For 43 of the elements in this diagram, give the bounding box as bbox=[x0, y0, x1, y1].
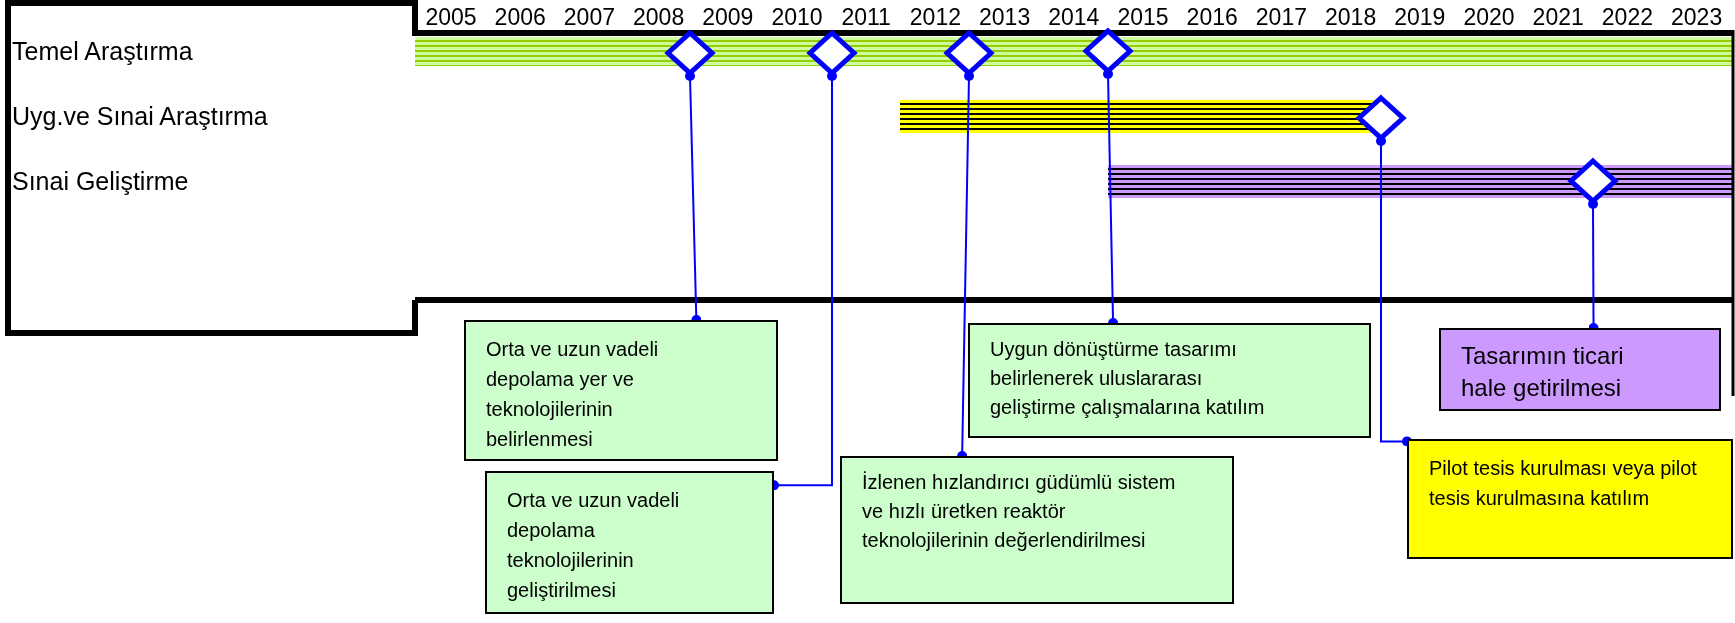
year-label: 2015 bbox=[1117, 4, 1169, 30]
milestone-box bbox=[840, 456, 1234, 604]
milestone-box bbox=[1407, 439, 1733, 559]
milestone-diamond bbox=[1356, 95, 1406, 141]
year-label: 2005 bbox=[425, 4, 477, 30]
milestone-text: Pilot tesis kurulması veya pilot tesis kurulmasına katılım bbox=[1429, 456, 1698, 511]
milestone-text: İzlenen hızlandırıcı güdümlü sistem ve hızlı üretken reaktör teknolojilerinin değerlendirilmesi bbox=[862, 470, 1177, 553]
milestone-box bbox=[968, 323, 1371, 438]
milestone-diamond bbox=[1083, 28, 1133, 74]
row-label: Sınai Geliştirme bbox=[12, 167, 189, 195]
year-label: 2007 bbox=[563, 4, 615, 30]
milestone-text: Orta ve uzun vadeli depolama teknolojilerinin geliştirilmesi bbox=[507, 488, 681, 603]
year-label: 2020 bbox=[1463, 4, 1515, 30]
year-label: 2019 bbox=[1394, 4, 1446, 30]
year-label: 2013 bbox=[979, 4, 1031, 30]
milestone-diamond bbox=[1568, 158, 1618, 204]
year-label: 2016 bbox=[1186, 4, 1238, 30]
milestone-box bbox=[1439, 328, 1721, 411]
year-label: 2023 bbox=[1671, 4, 1723, 30]
year-label: 2008 bbox=[633, 4, 685, 30]
year-label: 2009 bbox=[702, 4, 754, 30]
milestone-text: Orta ve uzun vadeli depolama yer ve teknolojilerinin belirlenmesi bbox=[486, 337, 660, 452]
leader-line bbox=[1376, 136, 1412, 447]
milestone-text: Uygun dönüştürme tasarımı belirlenerek uluslararası geliştirme çalışmalarına katılım bbox=[990, 337, 1266, 420]
timeline-bar bbox=[1108, 165, 1733, 198]
year-label: 2012 bbox=[909, 4, 961, 30]
milestone-diamond bbox=[944, 30, 994, 76]
row-label: Temel Araştırma bbox=[12, 37, 193, 65]
year-label: 2017 bbox=[1255, 4, 1307, 30]
year-label: 2011 bbox=[841, 4, 891, 30]
year-label: 2021 bbox=[1532, 4, 1584, 30]
milestone-box bbox=[485, 471, 774, 614]
year-label: 2014 bbox=[1048, 4, 1100, 30]
milestone-text: Tasarımın ticari hale getirilmesi bbox=[1461, 341, 1625, 403]
row-label: Uyg.ve Sınai Araştırma bbox=[12, 102, 268, 130]
year-label: 2010 bbox=[771, 4, 823, 30]
milestone-box bbox=[464, 320, 778, 461]
milestone-diamond bbox=[665, 30, 715, 76]
timeline-bar bbox=[900, 100, 1375, 133]
year-label: 2022 bbox=[1601, 4, 1653, 30]
year-label: 2006 bbox=[494, 4, 546, 30]
milestone-diamond bbox=[807, 30, 857, 76]
year-label: 2018 bbox=[1325, 4, 1377, 30]
